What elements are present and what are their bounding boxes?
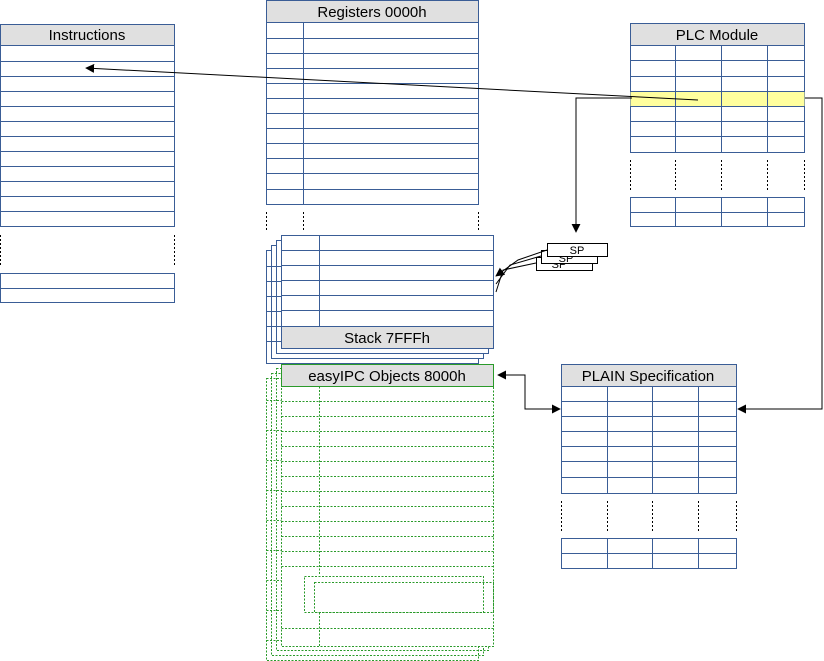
stack-frames: Stack Stack 7FFFh bbox=[266, 235, 494, 364]
instructions-table: Instructions bbox=[0, 24, 175, 303]
plc-module-title: PLC Module bbox=[676, 27, 759, 44]
sp-label: SP bbox=[570, 245, 585, 257]
arrow-plc-to-sp bbox=[571, 97, 632, 233]
arrow-plc-to-plain bbox=[737, 97, 823, 414]
registers-title: Registers 0000h bbox=[317, 4, 426, 21]
easyipc-objects-title: easyIPC Objects 8000h bbox=[308, 368, 466, 385]
arrow-objects-plain bbox=[497, 370, 561, 414]
registers-table: Registers 0000h bbox=[266, 0, 479, 232]
plain-spec-table: PLAIN Specification bbox=[561, 364, 737, 569]
connectors bbox=[85, 63, 823, 414]
plc-module-table: PLC Module bbox=[630, 23, 805, 227]
stack-title: Stack 7FFFh bbox=[344, 330, 430, 347]
arrow-sp-to-stack bbox=[495, 249, 548, 277]
easyipc-objects bbox=[266, 364, 494, 661]
plc-highlighted-row bbox=[630, 91, 805, 107]
arrow-plc-to-instructions bbox=[85, 63, 699, 101]
arrow-sp3-to-stack bbox=[495, 262, 537, 293]
stack-pointer-boxes: SP SP SP bbox=[536, 243, 608, 271]
instructions-title: Instructions bbox=[49, 27, 126, 44]
plain-spec-title: PLAIN Specification bbox=[582, 368, 715, 385]
